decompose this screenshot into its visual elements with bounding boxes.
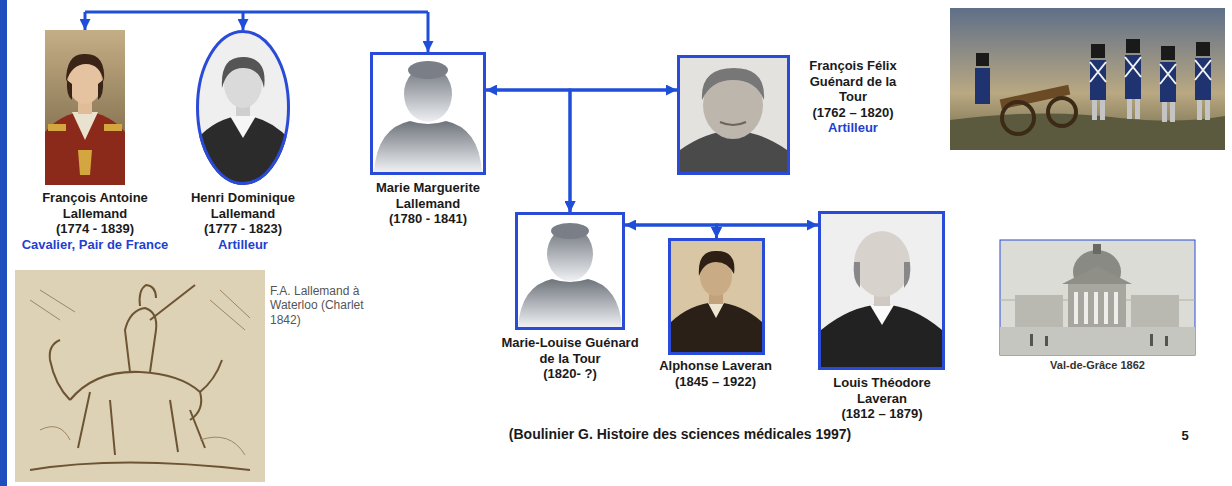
life-dates: (1777 - 1823)	[180, 221, 306, 237]
person-role: Cavalier, Pair de France	[12, 237, 178, 253]
person-node: François Félix Guénard de la Tour(1762 –…	[677, 55, 908, 175]
image-caption: F.A. Lallemand à Waterloo (Charlet 1842)	[270, 284, 365, 327]
silhouette	[373, 55, 483, 172]
family-connector	[625, 225, 717, 238]
silhouette	[518, 215, 622, 327]
portrait-frame	[677, 55, 790, 175]
battle-painting	[950, 8, 1225, 150]
person-name: François Antoine Lallemand	[12, 190, 178, 221]
person-name: Marie Marguerite Lallemand	[363, 180, 493, 211]
portrait-frame	[515, 212, 625, 330]
person-caption: Alphonse Laveran(1845 – 1922)	[648, 358, 783, 389]
person-name: Louis Théodore Laveran	[812, 375, 952, 406]
person-node: Louis Théodore Laveran(1812 – 1879)	[812, 211, 952, 422]
portrait-frame	[45, 30, 125, 185]
image-caption: Val-de-Grâce 1862	[1000, 359, 1195, 372]
portrait-frame	[668, 238, 765, 355]
portrait-frame	[196, 30, 290, 185]
person-node: Marie-Louise Guénard de la Tour(1820- ?)	[495, 212, 645, 382]
person-role: Artilleur	[798, 120, 908, 136]
person-name: Alphonse Laveran	[648, 358, 783, 374]
person-caption: Marie Marguerite Lallemand(1780 - 1841)	[363, 180, 493, 227]
life-dates: (1780 - 1841)	[363, 211, 493, 227]
person-caption: Louis Théodore Laveran(1812 – 1879)	[812, 375, 952, 422]
person-node: Henri Dominique Lallemand(1777 - 1823)Ar…	[180, 30, 306, 252]
person-caption: Marie-Louise Guénard de la Tour(1820- ?)	[495, 335, 645, 382]
life-dates: (1845 – 1922)	[648, 374, 783, 390]
family-connector	[486, 90, 570, 212]
family-connector	[570, 90, 677, 212]
portrait-engraving	[196, 30, 290, 185]
building-engraving	[1000, 240, 1195, 355]
page-number: 5	[1170, 428, 1200, 444]
slide-edge-bar	[0, 0, 7, 486]
oval-frame	[196, 30, 290, 185]
portrait-frame	[818, 211, 945, 370]
oval-outline	[198, 32, 289, 184]
person-node: Marie Marguerite Lallemand(1780 - 1841)	[363, 52, 493, 227]
person-caption: François Antoine Lallemand(1774 - 1839)C…	[12, 190, 178, 252]
life-dates: (1820- ?)	[495, 366, 645, 382]
family-connector	[717, 225, 819, 238]
portrait-painting	[45, 30, 125, 185]
person-name: Marie-Louise Guénard de la Tour	[495, 335, 645, 366]
person-node: François Antoine Lallemand(1774 - 1839)C…	[12, 30, 178, 252]
life-dates: (1774 - 1839)	[12, 221, 178, 237]
life-dates: (1812 – 1879)	[812, 406, 952, 422]
person-name: Henri Dominique Lallemand	[180, 190, 306, 221]
person-caption: Henri Dominique Lallemand(1777 - 1823)Ar…	[180, 190, 306, 252]
portrait-engraving	[677, 55, 790, 175]
portrait-engraving	[821, 214, 942, 367]
person-role: Artilleur	[180, 237, 306, 253]
portrait-photo	[671, 241, 762, 352]
source-citation: (Boulinier G. Histoire des sciences médi…	[380, 426, 980, 443]
person-name: François Félix Guénard de la Tour	[798, 58, 908, 105]
life-dates: (1762 – 1820)	[798, 105, 908, 121]
person-caption: François Félix Guénard de la Tour(1762 –…	[798, 58, 908, 136]
person-node: Alphonse Laveran(1845 – 1922)	[648, 238, 783, 389]
horseman-sketch	[15, 270, 265, 482]
portrait-frame	[370, 52, 486, 175]
